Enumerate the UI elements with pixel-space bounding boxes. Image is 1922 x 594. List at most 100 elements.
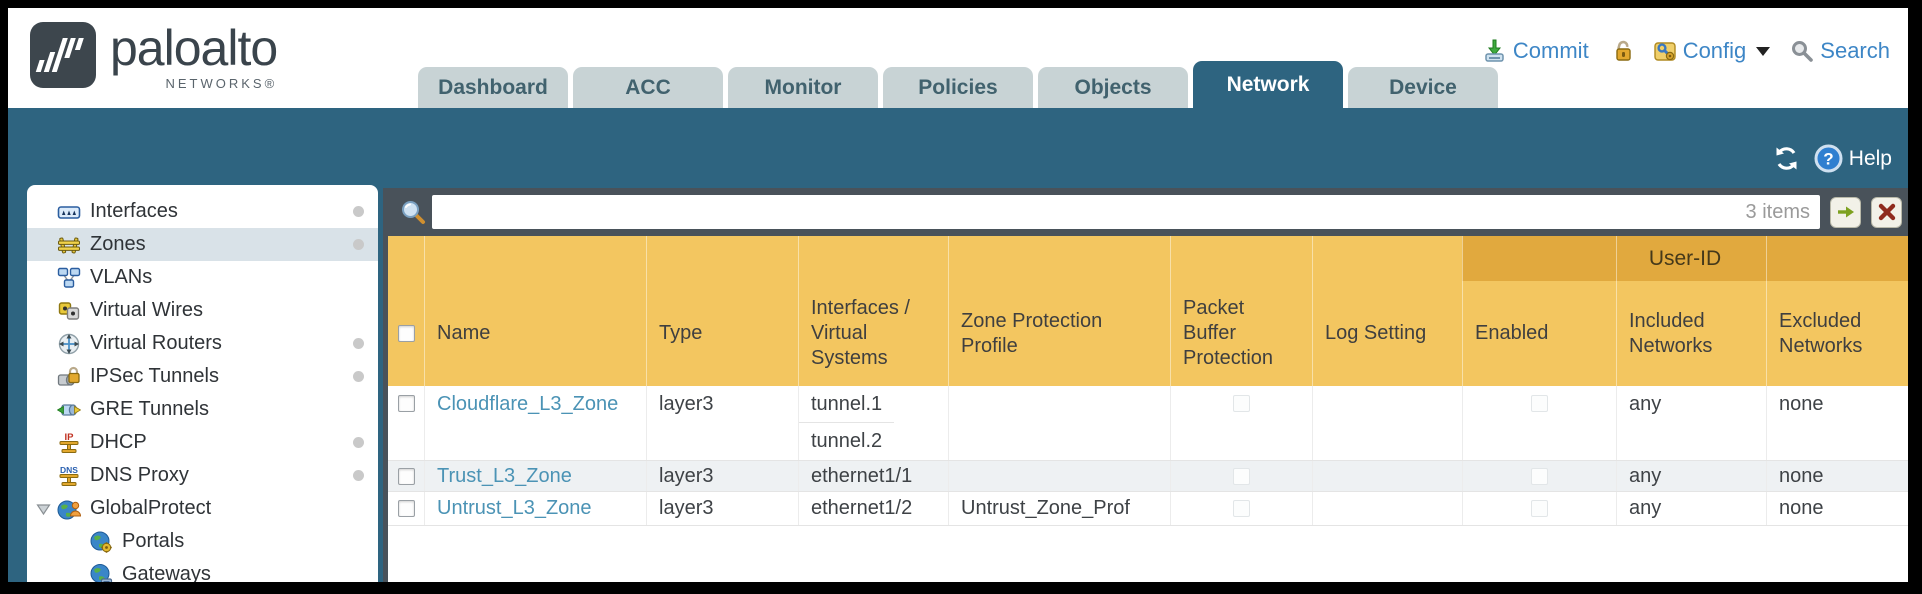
filter-input[interactable] <box>442 201 1746 223</box>
sidebar-item-gre-tunnels[interactable]: GRE Tunnels <box>27 393 378 426</box>
cell-name: Untrust_L3_Zone <box>424 492 646 525</box>
interfaces-icon <box>57 205 81 219</box>
dns-proxy-icon: DNS <box>59 465 79 486</box>
virtual-wires-icon <box>58 301 80 320</box>
cell-select <box>388 492 424 525</box>
cell-packet-buffer <box>1170 492 1312 525</box>
refresh-icon[interactable] <box>1773 145 1800 172</box>
cell-packet-buffer <box>1170 461 1312 491</box>
sidebar-item-zones[interactable]: Zones <box>27 228 378 261</box>
packet-buffer-checkbox[interactable] <box>1233 467 1250 485</box>
sidebar-item-label: GRE Tunnels <box>90 398 209 420</box>
brand-subtitle: NETWORKS® <box>165 76 278 91</box>
select-all-checkbox[interactable] <box>397 325 415 342</box>
column-header-name[interactable]: Name <box>424 236 646 386</box>
sidebar-item-portals[interactable]: Portals <box>27 525 378 558</box>
table-row: Cloudflare_L3_Zone layer3 tunnel.1 tunne… <box>388 386 1908 461</box>
help-icon: ? <box>1814 144 1843 173</box>
commit-label: Commit <box>1512 38 1589 63</box>
table-row: Untrust_L3_Zone layer3 ethernet1/2 Untru… <box>388 492 1908 526</box>
cell-zone-protection <box>948 386 1170 460</box>
sidebar-item-label: Virtual Wires <box>90 299 203 321</box>
tab-network[interactable]: Network <box>1193 61 1343 108</box>
column-header-enabled[interactable]: Enabled <box>1462 236 1616 386</box>
enabled-checkbox[interactable] <box>1531 500 1548 517</box>
cell-type: layer3 <box>646 386 798 460</box>
help-button[interactable]: ? Help <box>1814 144 1892 173</box>
sidebar-item-vlans[interactable]: VLANs <box>27 261 378 294</box>
gateways-icon <box>90 563 113 582</box>
zone-link[interactable]: Cloudflare_L3_Zone <box>437 393 619 415</box>
tab-monitor[interactable]: Monitor <box>728 67 878 108</box>
paloalto-logo-icon <box>30 22 96 88</box>
column-header-packet-buffer[interactable]: Packet Buffer Protection <box>1170 236 1312 386</box>
cell-type: layer3 <box>646 461 798 491</box>
table-row: Trust_L3_Zone layer3 ethernet1/1 any non… <box>388 461 1908 492</box>
column-header-zone-protection[interactable]: Zone Protection Profile <box>948 236 1170 386</box>
sidebar-item-virtual-routers[interactable]: Virtual Routers <box>27 327 378 360</box>
cell-interfaces: ethernet1/1 <box>798 461 948 491</box>
cell-enabled <box>1462 461 1616 491</box>
clear-filter-button[interactable] <box>1871 196 1902 228</box>
packet-buffer-checkbox[interactable] <box>1233 500 1250 517</box>
apply-filter-button[interactable] <box>1830 196 1861 228</box>
row-checkbox[interactable] <box>397 395 415 412</box>
zone-link[interactable]: Untrust_L3_Zone <box>437 497 592 519</box>
search-button[interactable]: Search <box>1790 38 1890 64</box>
help-label: Help <box>1848 146 1892 170</box>
tab-acc[interactable]: ACC <box>573 67 723 108</box>
cell-log-setting <box>1312 386 1462 460</box>
cell-included-networks: any <box>1616 386 1766 460</box>
top-bar: paloalto NETWORKS® Dashboard ACC Monitor… <box>8 8 1908 108</box>
chevron-down-icon <box>1756 46 1771 56</box>
tab-dashboard[interactable]: Dashboard <box>418 67 568 108</box>
sidebar-item-gateways[interactable]: Gateways <box>27 558 378 582</box>
search-label: Search <box>1820 38 1890 63</box>
column-header-interfaces[interactable]: Interfaces / Virtual Systems <box>798 236 948 386</box>
row-checkbox[interactable] <box>397 467 415 485</box>
lock-icon[interactable] <box>1611 39 1635 63</box>
sidebar-item-label: Portals <box>122 530 185 552</box>
zone-link[interactable]: Trust_L3_Zone <box>437 464 572 487</box>
sidebar-item-label: IPSec Tunnels <box>90 365 219 387</box>
sidebar-item-label: Interfaces <box>90 200 178 222</box>
status-dot <box>353 239 364 250</box>
table-empty-area <box>388 526 1908 582</box>
status-dot <box>353 437 364 448</box>
sidebar-item-label: Zones <box>90 233 146 255</box>
header-actions: Commit Config <box>1483 38 1890 64</box>
sidebar-item-globalprotect[interactable]: GlobalProtect <box>27 492 378 525</box>
config-menu-button[interactable]: Config <box>1653 38 1771 64</box>
tab-objects[interactable]: Objects <box>1038 67 1188 108</box>
sidebar-item-dhcp[interactable]: IP DHCP <box>27 426 378 459</box>
cell-excluded-networks: none <box>1766 386 1908 460</box>
portals-icon <box>90 531 112 553</box>
tab-device[interactable]: Device <box>1348 67 1498 108</box>
cell-name: Trust_L3_Zone <box>424 461 646 491</box>
sidebar-item-label: DNS Proxy <box>90 464 189 486</box>
enabled-checkbox[interactable] <box>1531 395 1548 412</box>
sidebar-item-ipsec-tunnels[interactable]: IPSec Tunnels <box>27 360 378 393</box>
tab-policies[interactable]: Policies <box>883 67 1033 108</box>
sidebar-item-interfaces[interactable]: Interfaces <box>27 195 378 228</box>
sidebar-item-label: GlobalProtect <box>90 497 212 519</box>
column-header-excluded-networks[interactable]: Excluded Networks <box>1766 236 1908 386</box>
column-header-included-networks[interactable]: Included Networks <box>1616 236 1766 386</box>
table-header: User-ID Name Type Interfaces / Virtual S… <box>388 236 1908 386</box>
enabled-checkbox[interactable] <box>1531 467 1548 485</box>
sidebar-item-dns-proxy[interactable]: DNS DNS Proxy <box>27 459 378 492</box>
row-checkbox[interactable] <box>397 500 415 517</box>
cell-packet-buffer <box>1170 386 1312 460</box>
status-dot <box>353 206 364 217</box>
column-header-type[interactable]: Type <box>646 236 798 386</box>
status-dot <box>353 338 364 349</box>
sidebar-item-label: VLANs <box>90 266 153 288</box>
packet-buffer-checkbox[interactable] <box>1233 395 1250 412</box>
cell-zone-protection: Untrust_Zone_Prof <box>948 492 1170 525</box>
expander-triangle-icon[interactable] <box>36 503 51 516</box>
commit-button[interactable]: Commit <box>1483 38 1589 64</box>
column-header-log-setting[interactable]: Log Setting <box>1312 236 1462 386</box>
help-row: ? Help <box>1773 144 1892 173</box>
cell-enabled <box>1462 492 1616 525</box>
sidebar-item-virtual-wires[interactable]: Virtual Wires <box>27 294 378 327</box>
